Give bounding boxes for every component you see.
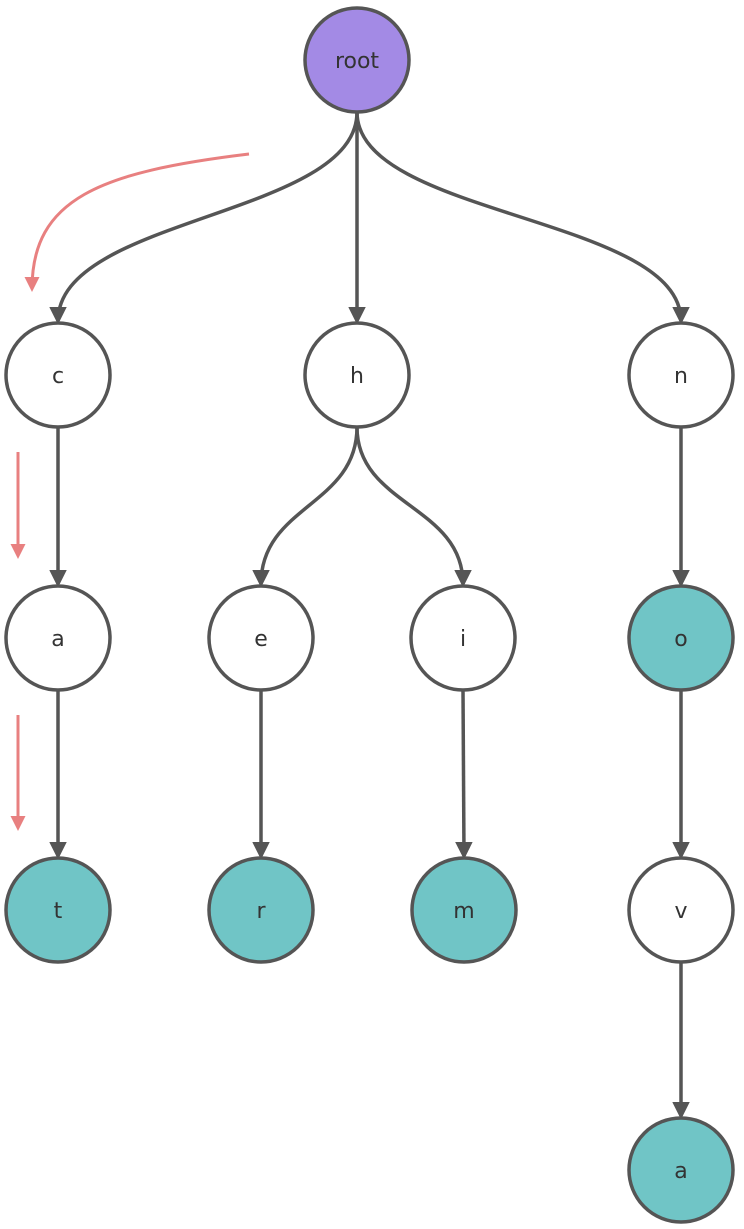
node-v-label: v <box>674 899 687 924</box>
node-t: t <box>4 856 112 964</box>
node-c-label: c <box>52 364 64 389</box>
edge-root-c <box>49 111 359 325</box>
node-r: r <box>207 856 315 964</box>
node-o-circle <box>627 584 735 692</box>
node-o-label: o <box>674 627 687 652</box>
trace-arrows-layer <box>10 152 250 831</box>
node-v: v <box>627 856 735 964</box>
node-a1-circle <box>4 584 112 692</box>
node-a2-label: a <box>674 1159 687 1184</box>
node-t-circle <box>4 856 112 964</box>
trace-arrow-root-c <box>24 152 250 292</box>
node-n: n <box>627 321 735 429</box>
node-a1: a <box>4 584 112 692</box>
node-v-circle <box>627 856 735 964</box>
node-m-circle <box>410 856 518 964</box>
node-n-label: n <box>674 364 688 389</box>
node-a2: a <box>627 1116 735 1224</box>
node-a1-label: a <box>51 627 64 652</box>
edge-h-i <box>355 426 472 588</box>
node-c-circle <box>4 321 112 429</box>
node-e: e <box>207 584 315 692</box>
node-root-circle <box>303 6 411 114</box>
node-root: root <box>303 6 411 114</box>
node-i: i <box>409 584 517 692</box>
node-root-label: root <box>335 49 379 74</box>
node-r-label: r <box>256 899 266 924</box>
node-i-circle <box>409 584 517 692</box>
node-m-label: m <box>453 899 474 924</box>
edge-i-m <box>455 689 473 860</box>
node-o: o <box>627 584 735 692</box>
node-m: m <box>410 856 518 964</box>
node-i-label: i <box>460 627 466 652</box>
edges-layer <box>49 111 690 1120</box>
edge-root-n <box>355 111 690 325</box>
node-h-label: h <box>350 364 364 389</box>
node-r-circle <box>207 856 315 964</box>
edge-h-e <box>252 426 359 588</box>
node-c: c <box>4 321 112 429</box>
node-n-circle <box>627 321 735 429</box>
node-e-circle <box>207 584 315 692</box>
node-h-circle <box>303 321 411 429</box>
node-t-label: t <box>54 899 63 924</box>
node-h: h <box>303 321 411 429</box>
node-a2-circle <box>627 1116 735 1224</box>
node-e-label: e <box>254 627 268 652</box>
nodes-layer: root c h n a e i o t r m v a <box>4 6 735 1224</box>
